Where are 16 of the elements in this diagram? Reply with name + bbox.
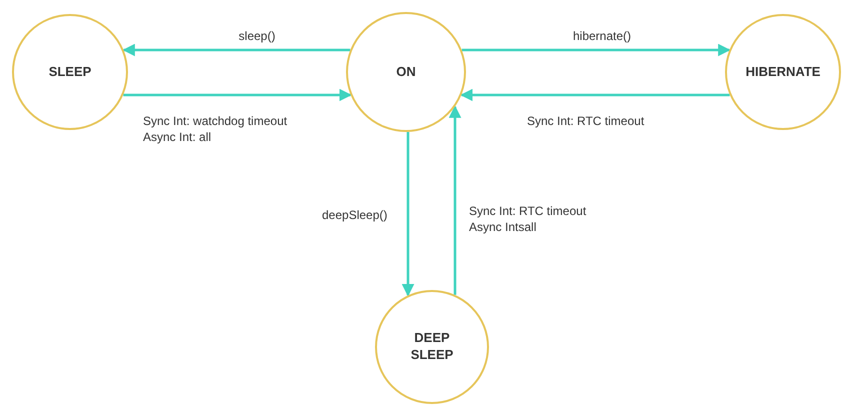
edge-label: Sync Int: RTC timeout Async Intsall — [469, 203, 588, 236]
arrow — [123, 88, 352, 102]
edge-label: Sync Int: watchdog timeout Async Int: all — [143, 113, 288, 146]
edge-label: sleep() — [238, 28, 276, 44]
arrow — [402, 132, 414, 297]
edge-label: Sync Int: RTC timeout — [527, 113, 646, 130]
arrow — [448, 105, 462, 295]
arrow — [460, 88, 730, 102]
state-name: ON — [396, 64, 416, 80]
arrow — [462, 44, 731, 56]
arrow — [122, 44, 350, 56]
state-name: SLEEP — [48, 64, 92, 80]
edge-label: deepSleep() — [322, 207, 388, 224]
state-name: HIBERNATE — [746, 64, 820, 80]
state-name: DEEP SLEEP — [410, 330, 454, 364]
edge-label: hibernate() — [572, 28, 632, 44]
